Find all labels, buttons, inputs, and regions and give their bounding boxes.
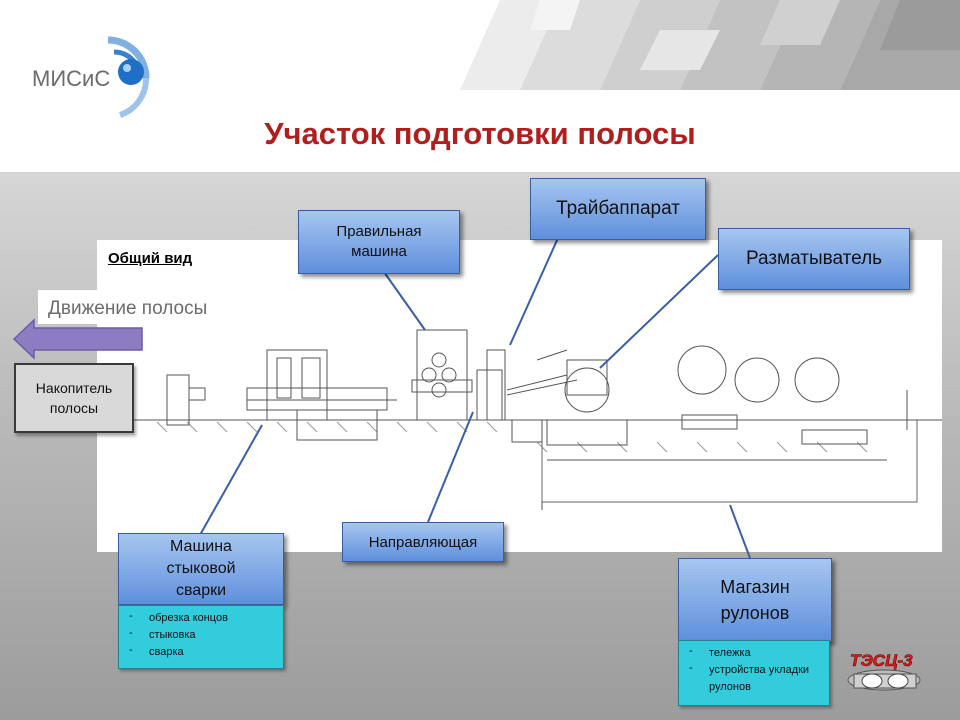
straightening-machine-label: Правильная машина xyxy=(298,210,460,274)
slide-title: Участок подготовки полосы xyxy=(264,116,696,151)
welding-item-1: обрезка концов xyxy=(125,608,277,627)
straightening-line2: машина xyxy=(351,243,407,260)
motion-band xyxy=(38,290,243,324)
uncoiler-label: Разматыватель xyxy=(718,228,910,290)
misis-logo: МИСиС xyxy=(28,22,188,122)
coil-store-items-list: тележка устройства укладки рулонов xyxy=(678,640,830,706)
equipment-sketch xyxy=(97,329,942,510)
coil-store-line2: рулонов xyxy=(720,603,790,623)
welding-line2: стыковой xyxy=(166,560,236,577)
left-arrow-icon xyxy=(12,318,143,360)
accumulator-line1: Накопитель xyxy=(35,380,113,396)
welding-item-3: сварка xyxy=(125,642,277,661)
coil-store-item-1: тележка xyxy=(685,643,823,662)
welding-item-2: стыковка xyxy=(125,625,277,644)
accumulator-line2: полосы xyxy=(49,400,99,416)
drawing-heading: Общий вид xyxy=(108,250,193,267)
slide-header: МИСиС Участок подготовки полосы xyxy=(0,0,960,172)
welding-machine-label: Машина стыковой сварки xyxy=(118,533,284,605)
coil-store-label: Магазин рулонов xyxy=(678,558,832,642)
guide-label: Направляющая xyxy=(342,522,504,562)
uncoiler-text: Разматыватель xyxy=(745,248,883,269)
motion-label: Движение полосы xyxy=(48,298,208,319)
guide-text: Направляющая xyxy=(368,533,478,551)
tesc-logo-text: ТЭСЦ-3 xyxy=(850,651,913,670)
logo-text: МИСиС xyxy=(32,66,110,91)
accumulator-box: Накопитель полосы xyxy=(14,363,134,433)
coil-store-line1: Магазин xyxy=(720,577,790,597)
header-decoration xyxy=(460,0,960,90)
tesc3-logo: ТЭСЦ-3 xyxy=(842,644,932,704)
welding-line3: сварки xyxy=(175,582,227,599)
coil-store-item-2: устройства укладки рулонов xyxy=(685,660,823,696)
welding-line1: Машина xyxy=(170,538,232,555)
pinch-roll-label: Трайбаппарат xyxy=(530,178,706,240)
welding-items-list: обрезка концов стыковка сварка xyxy=(118,605,284,669)
straightening-line1: Правильная xyxy=(336,223,422,240)
pinch-roll-text: Трайбаппарат xyxy=(556,198,680,219)
